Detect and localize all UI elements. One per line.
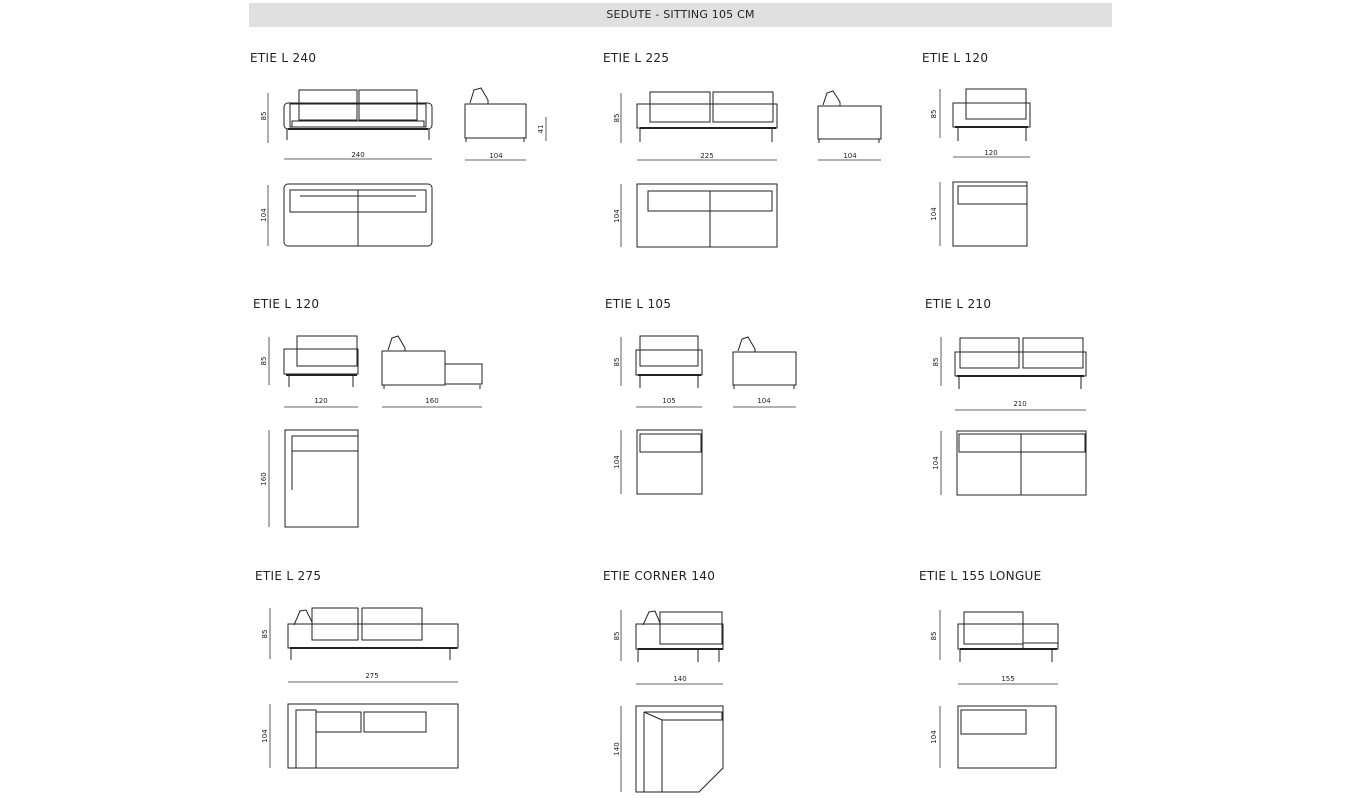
etie-240-front-view <box>267 89 433 160</box>
etie-120-chaise-top-view <box>268 429 359 528</box>
dim-label: 210 <box>1013 400 1026 408</box>
etie-105-side-view <box>732 336 797 408</box>
dim-label: 104 <box>489 152 503 160</box>
etie-105-front-view <box>620 335 703 408</box>
dim-label: 41 <box>537 125 545 134</box>
etie-corner-140-top-view <box>620 705 724 793</box>
etie-275-top-view <box>269 703 459 769</box>
dim-label: 85 <box>613 114 621 123</box>
module-title-etie-105: ETIE L 105 <box>605 297 672 311</box>
module-title-etie-275: ETIE L 275 <box>255 569 322 583</box>
dim-label: 120 <box>314 397 327 405</box>
dim-label: 104 <box>613 455 621 469</box>
dim-label: 104 <box>613 209 621 223</box>
page-title: SEDUTE - SITTING 105 CM <box>606 8 755 21</box>
dim-label: 85 <box>613 632 621 641</box>
dim-label: 104 <box>843 152 857 160</box>
dim-label: 140 <box>673 675 686 683</box>
dim-label: 105 <box>662 397 675 405</box>
etie-120-front-view <box>939 88 1031 158</box>
dim-label: 85 <box>930 110 938 119</box>
etie-120-top-view <box>939 181 1028 247</box>
dim-label: 85 <box>260 357 268 366</box>
module-title-etie-155-longue: ETIE L 155 LONGUE <box>919 569 1042 583</box>
etie-275-front-view <box>269 607 459 683</box>
etie-155-longue-front-view <box>939 610 1059 685</box>
dim-label: 85 <box>613 358 621 367</box>
dim-label: 104 <box>932 456 940 470</box>
dim-label: 160 <box>425 397 438 405</box>
dim-label: 225 <box>700 152 713 160</box>
dim-label: 160 <box>260 472 268 485</box>
module-title-etie-240: ETIE L 240 <box>250 51 317 65</box>
module-title-etie-210: ETIE L 210 <box>925 297 992 311</box>
dim-label: 104 <box>930 730 938 744</box>
dim-label: 104 <box>930 207 938 221</box>
dim-label: 85 <box>260 112 268 121</box>
etie-155-longue-top-view <box>939 705 1057 769</box>
module-title-etie-120: ETIE L 120 <box>922 51 989 65</box>
etie-225-top-view <box>620 183 778 248</box>
etie-240-top-view <box>267 183 433 247</box>
etie-210-top-view <box>940 430 1087 496</box>
dim-label: 120 <box>984 149 997 157</box>
dim-label: 240 <box>351 151 364 159</box>
dim-label: 104 <box>260 208 268 222</box>
dim-label: 85 <box>261 630 269 639</box>
dimension-labels: 240 104 225 104 120 120 160 105 104 210 … <box>260 110 1027 756</box>
dim-label: 85 <box>930 632 938 641</box>
etie-105-top-view <box>620 429 703 495</box>
etie-225-side-view <box>817 90 882 161</box>
module-title-etie-corner-140: ETIE CORNER 140 <box>603 569 716 583</box>
dim-label: 104 <box>261 729 269 743</box>
module-title-etie-225: ETIE L 225 <box>603 51 670 65</box>
etie-120-chaise-front-view <box>268 335 359 408</box>
dim-label: 85 <box>932 358 940 367</box>
etie-225-front-view <box>620 91 778 161</box>
header-bar: SEDUTE - SITTING 105 CM <box>249 3 1112 27</box>
etie-corner-140-front-view <box>620 610 724 685</box>
etie-120-chaise-side-view <box>381 335 483 408</box>
dim-label: 155 <box>1001 675 1014 683</box>
dim-label: 104 <box>757 397 771 405</box>
dim-label: 140 <box>613 742 621 755</box>
dim-label: 275 <box>365 672 378 680</box>
etie-240-side-view <box>464 87 547 161</box>
etie-210-front-view <box>940 337 1087 411</box>
module-title-etie-120-chaise: ETIE L 120 <box>253 297 320 311</box>
